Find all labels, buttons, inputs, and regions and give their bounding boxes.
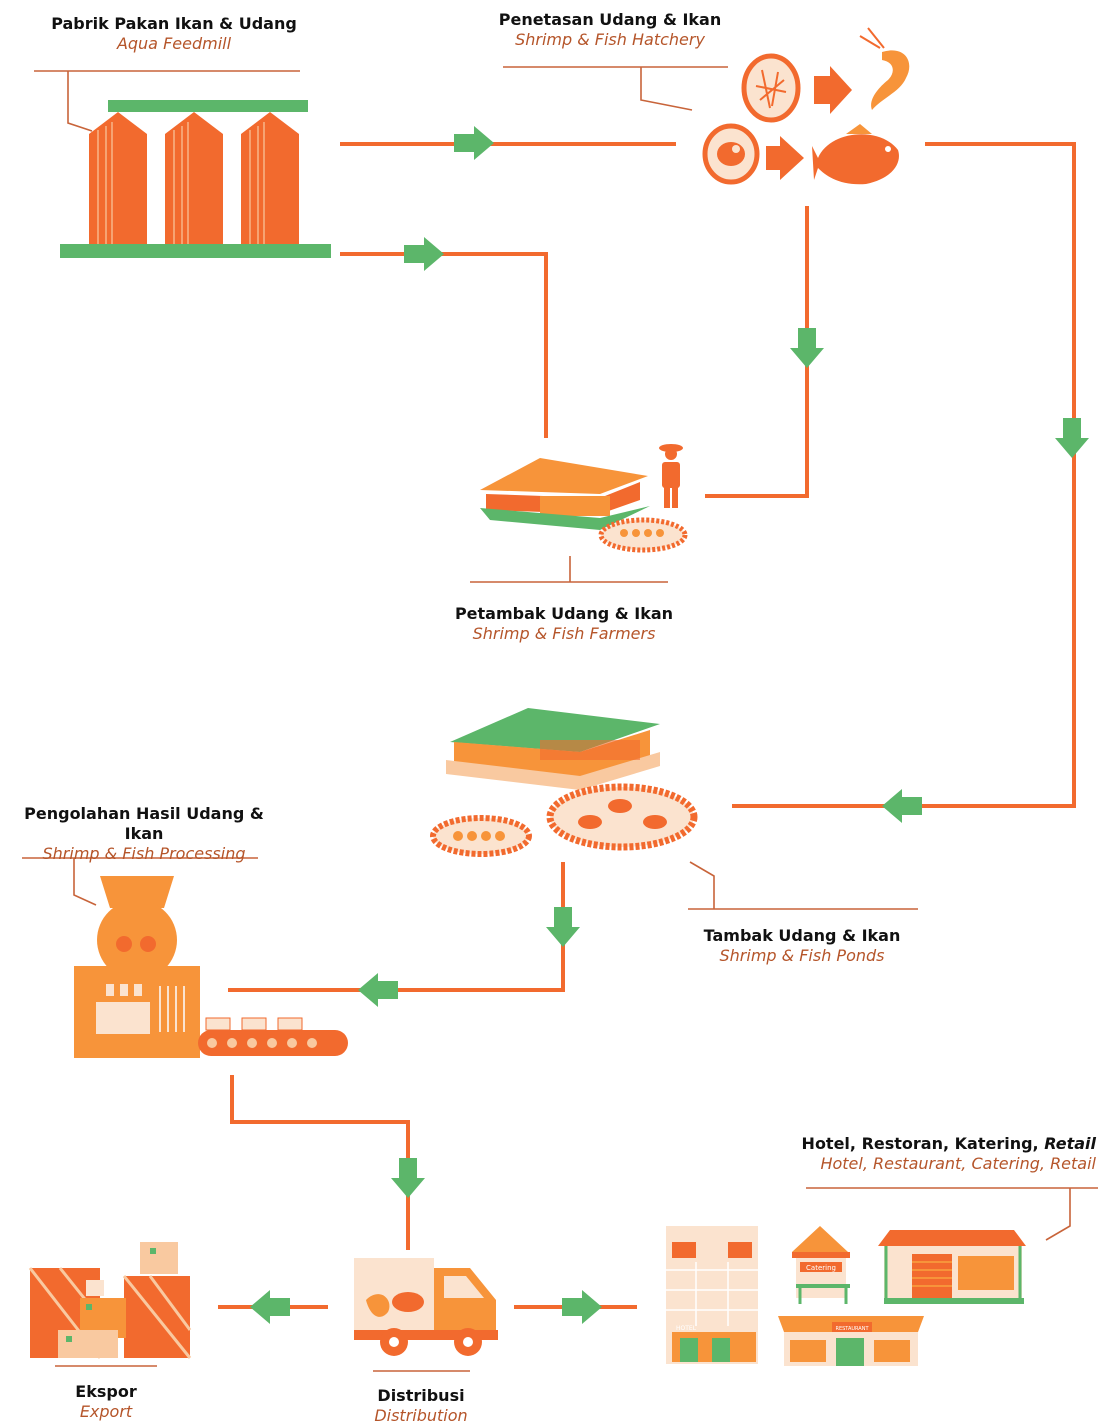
- processing-machine-icon: [74, 876, 348, 1058]
- arrow-down-1: [790, 328, 824, 368]
- label-export: Ekspor Export: [46, 1382, 166, 1422]
- fish-pond-icon: [546, 783, 698, 851]
- catering-stall-icon: Catering: [792, 1226, 850, 1304]
- shrimp-logo-icon: [366, 1294, 390, 1317]
- line-hatchery-farmers: [705, 206, 809, 498]
- label-leaders: [22, 66, 1098, 1372]
- arrow-right-3: [562, 1290, 602, 1324]
- arrow-icon: [766, 136, 804, 180]
- label-horeca-subtitle: Hotel, Restaurant, Catering, Retail: [820, 1154, 1096, 1173]
- label-processing: Pengolahan Hasil Udang & Ikan Shrimp & F…: [4, 804, 284, 864]
- shrimp-pond-icon: [430, 815, 532, 857]
- fish-egg-icon: [717, 142, 745, 166]
- arrow-left-2: [358, 973, 398, 1007]
- arrow-right-1: [454, 126, 494, 160]
- label-processing-title: Pengolahan Hasil Udang & Ikan: [24, 804, 264, 843]
- shrimp-icon: [859, 27, 910, 110]
- label-farmers-subtitle: Shrimp & Fish Farmers: [472, 624, 656, 643]
- label-distribution-title: Distribusi: [377, 1386, 465, 1405]
- feedmill-silos-icon: [60, 100, 331, 258]
- arrow-icon: [814, 66, 852, 114]
- label-feedmill-subtitle: Aqua Feedmill: [116, 34, 232, 53]
- line-ponds-processing: [228, 862, 565, 992]
- hotel-building-icon: HOTEL: [666, 1226, 758, 1364]
- export-boxes-icon: [28, 1242, 192, 1359]
- label-feedmill: Pabrik Pakan Ikan & Udang Aqua Feedmill: [34, 14, 314, 54]
- restaurant-sign: RESTAURANT: [835, 1326, 869, 1332]
- line-hatchery-ponds: [732, 142, 1076, 808]
- label-farmers-title: Petambak Udang & Ikan: [454, 604, 674, 623]
- arrow-down-3: [546, 907, 580, 947]
- farmer-person-icon: [659, 444, 683, 508]
- catering-sign: Catering: [806, 1264, 836, 1272]
- retail-store-icon: [878, 1230, 1026, 1304]
- gear-icon: [116, 936, 156, 952]
- label-distribution-subtitle: Distribution: [374, 1406, 468, 1425]
- arrow-left-3: [250, 1290, 290, 1324]
- label-horeca: Hotel, Restoran, Katering, Retail Hotel,…: [800, 1134, 1096, 1174]
- label-hatchery-subtitle: Shrimp & Fish Hatchery: [515, 30, 705, 49]
- label-distribution: Distribusi Distribution: [356, 1386, 486, 1426]
- delivery-truck-icon: [354, 1258, 498, 1356]
- label-horeca-title: Hotel, Restoran, Katering,: [801, 1134, 1039, 1153]
- label-ponds-title: Tambak Udang & Ikan: [703, 926, 901, 945]
- label-farmers: Petambak Udang & Ikan Shrimp & Fish Farm…: [444, 604, 684, 644]
- line-processing-distribution: [230, 1075, 410, 1250]
- arrow-left-1: [882, 789, 922, 823]
- arrow-down-2: [1055, 418, 1089, 458]
- arrow-right-2: [404, 237, 444, 271]
- label-horeca-title-italic: Retail: [1044, 1134, 1096, 1153]
- label-hatchery: Penetasan Udang & Ikan Shrimp & Fish Hat…: [480, 10, 740, 50]
- label-processing-subtitle: Shrimp & Fish Processing: [42, 844, 246, 863]
- hotel-sign: HOTEL: [676, 1325, 697, 1332]
- farm-house-icon: [480, 458, 688, 553]
- shrimp-larva-icon: [755, 69, 787, 109]
- label-export-subtitle: Export: [79, 1402, 133, 1421]
- label-ponds: Tambak Udang & Ikan Shrimp & Fish Ponds: [684, 926, 920, 966]
- pond-house-icon: [446, 708, 660, 790]
- fish-logo-icon: [392, 1292, 424, 1312]
- fish-icon: [812, 124, 899, 185]
- label-feedmill-title: Pabrik Pakan Ikan & Udang: [51, 14, 297, 33]
- label-export-title: Ekspor: [75, 1382, 137, 1401]
- line-feedmill-farmers: [340, 252, 548, 438]
- arrow-down-4: [391, 1158, 425, 1198]
- label-hatchery-title: Penetasan Udang & Ikan: [498, 10, 722, 29]
- restaurant-building-icon: RESTAURANT: [778, 1316, 924, 1366]
- label-ponds-subtitle: Shrimp & Fish Ponds: [719, 946, 885, 965]
- hatchery-icon: [702, 27, 910, 185]
